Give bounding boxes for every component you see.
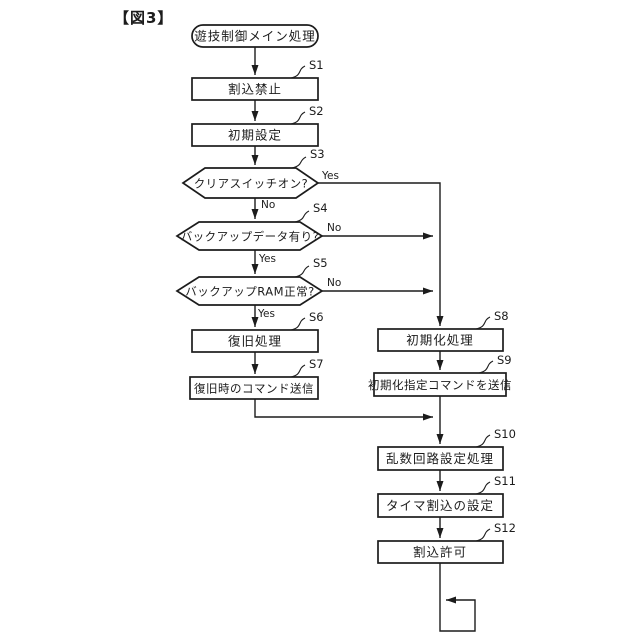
node-s11: タイマ割込の設定 [377,493,504,518]
s4-leader-line [294,210,310,223]
connector-s7-merge [254,399,433,421]
process-box [373,372,507,397]
s4-step-label: S4 [313,201,328,215]
node-s7-label: 復旧時のコマンド送信 [194,382,314,396]
s3-no-label: No [261,199,275,211]
figure-title: 【図3】 [114,9,173,27]
node-s2-label: 初期設定 [228,128,282,143]
s8-step-label: S8 [494,309,509,323]
s11-leader-line [475,481,491,495]
node-s10: 乱数回路設定処理 [377,446,504,471]
connector-s12-loop-back [439,563,476,632]
node-s6-label: 復旧処理 [228,334,282,349]
branch-labels: Yes No No Yes No Yes [257,170,341,320]
process-box [189,376,319,400]
s2-leader-line [290,111,306,125]
s11-step-label: S11 [494,474,516,488]
node-s1-label: 割込禁止 [228,82,282,97]
s6-leader-line [290,317,306,331]
decision-hexagon [175,276,324,306]
s12-leader-line [475,528,491,542]
s5-yes-label: Yes [257,308,275,320]
s10-step-label: S10 [494,427,516,441]
s9-step-label: S9 [497,353,512,367]
terminal-shape [191,24,319,48]
process-box [377,493,504,518]
node-s3: クリアスイッチオン? [181,167,320,199]
process-box [377,446,504,471]
s8-leader-line [475,316,491,330]
s2-step-label: S2 [309,104,324,118]
node-s2: 初期設定 [191,123,319,147]
node-s1: 割込禁止 [191,77,319,101]
node-s11-label: タイマ割込の設定 [386,498,494,513]
process-box [191,329,319,353]
s1-step-label: S1 [309,58,324,72]
decision-hexagon [175,221,324,251]
s7-leader-line [290,364,306,378]
s6-step-label: S6 [309,310,324,324]
s5-no-label: No [327,277,341,289]
process-box [191,77,319,101]
s4-no-label: No [327,222,341,234]
node-s4-label: バックアップデータ有り? [181,230,320,244]
node-start: 遊技制御メイン処理 [191,24,319,48]
s3-leader-line [291,156,307,169]
s7-step-label: S7 [309,357,324,371]
node-s5: バックアップRAM正常? [175,276,324,306]
node-s10-label: 乱数回路設定処理 [386,451,494,466]
node-s12: 割込許可 [377,540,504,564]
node-s8-label: 初期化処理 [406,333,474,348]
s3-yes-label: Yes [321,170,339,182]
node-s3-label: クリアスイッチオン? [194,177,309,191]
s12-step-label: S12 [494,521,516,535]
step-labels: S1 S2 S3 S4 S5 S6 S7 S8 S9 S10 S11 S12 [290,58,516,542]
node-s12-label: 割込許可 [413,545,467,560]
process-box [377,328,504,352]
connector-s3-yes-s8 [318,182,444,326]
process-box [191,123,319,147]
s9-leader-line [478,360,494,374]
s3-step-label: S3 [310,147,325,161]
node-start-label: 遊技制御メイン処理 [194,29,316,44]
node-s6: 復旧処理 [191,329,319,353]
s10-leader-line [475,434,491,448]
node-s7: 復旧時のコマンド送信 [189,376,319,400]
s5-step-label: S5 [313,256,328,270]
node-s5-label: バックアップRAM正常? [185,285,314,299]
node-s9-label: 初期化指定コマンドを送信 [368,378,512,392]
process-box [377,540,504,564]
connectors [251,47,476,632]
node-s9: 初期化指定コマンドを送信 [368,372,512,397]
node-s8: 初期化処理 [377,328,504,352]
s4-yes-label: Yes [258,253,276,265]
decision-hexagon [181,167,320,199]
node-s4: バックアップデータ有り? [175,221,324,251]
s5-leader-line [294,265,310,278]
s1-leader-line [290,65,306,79]
